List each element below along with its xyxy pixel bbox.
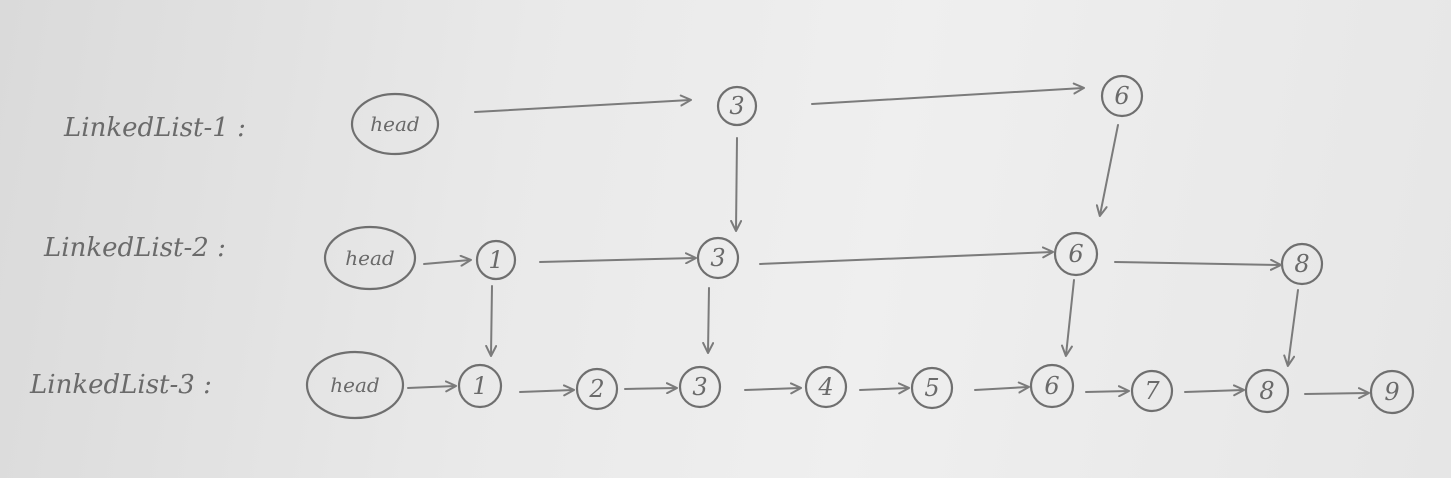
next-arrow bbox=[759, 246, 1054, 265]
next-arrow bbox=[1184, 384, 1245, 397]
list-3-node: 9 bbox=[1369, 369, 1415, 415]
list-2-node: 6 bbox=[1053, 231, 1099, 277]
row-label-linkedlist-2: LinkedList-2 : bbox=[43, 233, 226, 263]
head-node-label: head bbox=[330, 373, 379, 397]
list-3-node: 2 bbox=[575, 367, 619, 411]
list-3-node: 7 bbox=[1130, 369, 1174, 413]
svg-text:5: 5 bbox=[924, 374, 939, 402]
list-2-node: 1 bbox=[475, 239, 517, 281]
next-arrow bbox=[407, 380, 457, 393]
next-arrow bbox=[474, 94, 692, 113]
next-arrow bbox=[744, 382, 802, 395]
row-label-linkedlist-3: LinkedList-3 : bbox=[29, 370, 212, 400]
down-arrow bbox=[730, 137, 743, 232]
list-1-node: 3 bbox=[716, 85, 758, 127]
down-arrow bbox=[1283, 289, 1299, 367]
list-3-node: 4 bbox=[804, 365, 848, 409]
list-3-next-arrows bbox=[407, 380, 1370, 400]
head-node-label: head bbox=[345, 246, 394, 270]
down-arrow bbox=[702, 287, 715, 354]
list-3-node: 3 bbox=[678, 365, 722, 409]
next-arrow bbox=[1085, 385, 1130, 398]
svg-text:1: 1 bbox=[488, 246, 503, 274]
svg-text:6: 6 bbox=[1044, 372, 1059, 400]
list-3-node: 6 bbox=[1029, 363, 1075, 409]
next-arrow bbox=[423, 254, 472, 267]
list-3-node: 1 bbox=[457, 363, 503, 409]
next-arrow bbox=[859, 382, 910, 395]
svg-text:6: 6 bbox=[1068, 240, 1083, 268]
next-arrow bbox=[1304, 387, 1370, 400]
next-arrow bbox=[811, 82, 1085, 105]
head-node-label: head bbox=[370, 112, 419, 136]
svg-text:6: 6 bbox=[1114, 82, 1129, 110]
next-arrow bbox=[519, 384, 575, 397]
svg-text:3: 3 bbox=[692, 373, 707, 401]
list-2-next-arrows bbox=[423, 246, 1282, 271]
list-1-node: 6 bbox=[1100, 74, 1144, 118]
svg-text:8: 8 bbox=[1259, 377, 1274, 405]
svg-text:8: 8 bbox=[1294, 250, 1309, 278]
svg-text:9: 9 bbox=[1384, 378, 1399, 406]
next-arrow bbox=[1114, 258, 1282, 271]
head-node-list-3: head bbox=[305, 350, 405, 420]
list-1-next-arrows bbox=[474, 82, 1085, 113]
next-arrow bbox=[539, 252, 697, 265]
svg-text:7: 7 bbox=[1144, 377, 1160, 405]
down-arrows bbox=[485, 124, 1299, 367]
head-node-list-1: head bbox=[350, 92, 440, 156]
head-node-list-2: head bbox=[323, 225, 417, 291]
svg-text:4: 4 bbox=[817, 373, 833, 401]
down-arrow bbox=[1095, 124, 1119, 217]
svg-text:3: 3 bbox=[729, 92, 744, 120]
down-arrow bbox=[1060, 279, 1075, 357]
list-2-node: 3 bbox=[696, 236, 740, 280]
next-arrow bbox=[974, 381, 1030, 394]
list-2-node: 8 bbox=[1280, 242, 1324, 286]
svg-text:1: 1 bbox=[472, 372, 487, 400]
list-3-node: 5 bbox=[910, 366, 954, 410]
row-label-linkedlist-1: LinkedList-1 : bbox=[63, 113, 246, 143]
down-arrow bbox=[485, 285, 498, 357]
svg-text:3: 3 bbox=[710, 244, 725, 272]
next-arrow bbox=[624, 382, 678, 395]
svg-text:2: 2 bbox=[588, 375, 604, 403]
list-3-node: 8 bbox=[1244, 368, 1290, 414]
